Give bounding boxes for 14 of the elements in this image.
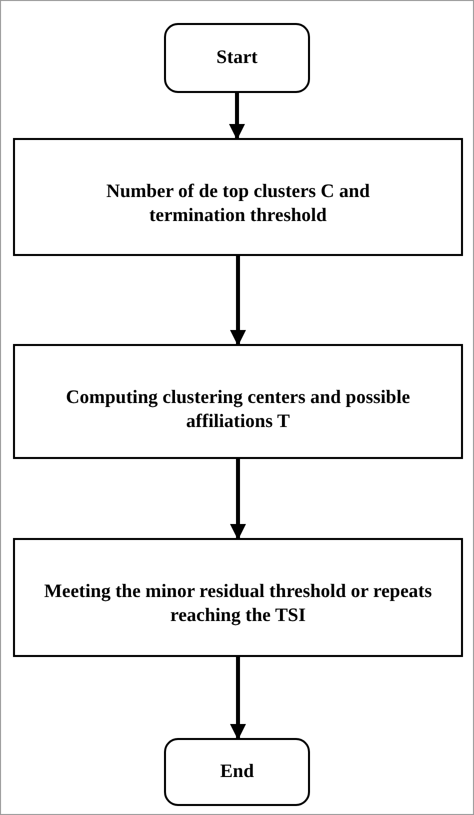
arrow xyxy=(229,93,245,140)
arrow xyxy=(230,657,246,740)
terminal-box xyxy=(164,23,310,93)
node-text: Meeting the minor residual threshold or repeats reaching the TSI xyxy=(43,580,433,628)
arrow xyxy=(230,459,246,540)
process-box xyxy=(13,138,463,256)
node-text: Number of de top clusters C and termination threshold xyxy=(105,180,371,228)
node-text: Computing clustering centers and possible affiliations T xyxy=(64,386,412,434)
process-box xyxy=(13,538,463,657)
terminal-box xyxy=(164,738,310,806)
node-text: Start xyxy=(216,46,258,70)
node-text: End xyxy=(220,760,254,784)
arrow xyxy=(230,256,246,346)
process-box xyxy=(13,344,463,459)
